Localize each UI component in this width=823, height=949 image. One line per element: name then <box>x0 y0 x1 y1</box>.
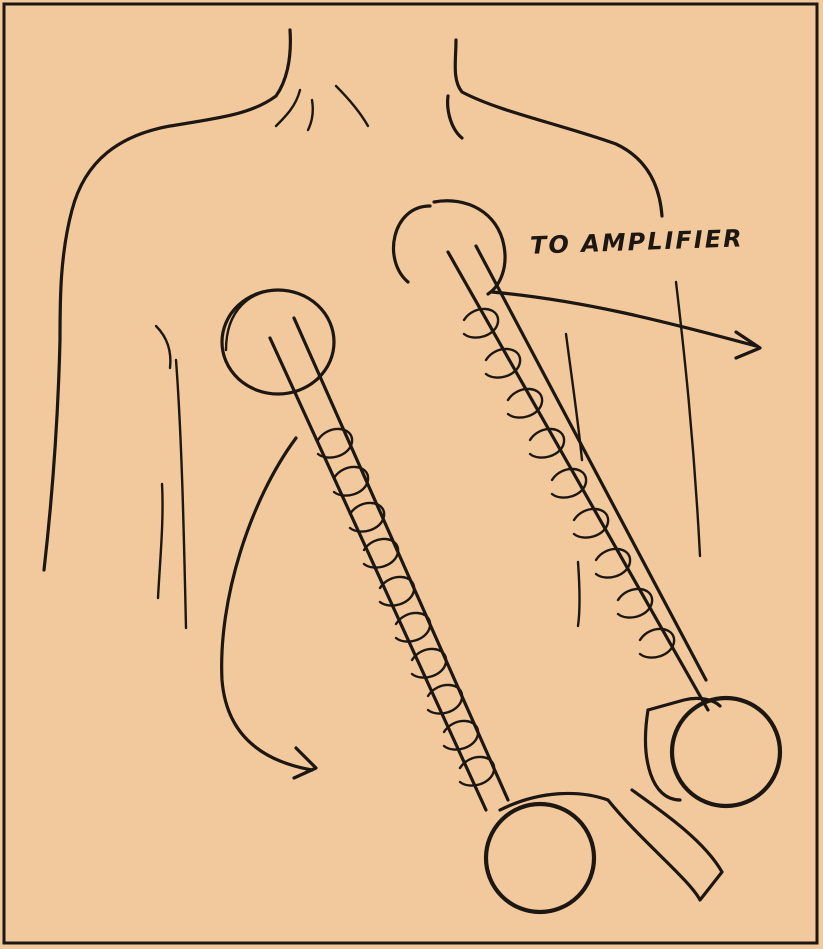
torso-outline <box>44 30 700 778</box>
left-coil-windings <box>318 429 494 786</box>
right-electrode <box>394 201 780 806</box>
